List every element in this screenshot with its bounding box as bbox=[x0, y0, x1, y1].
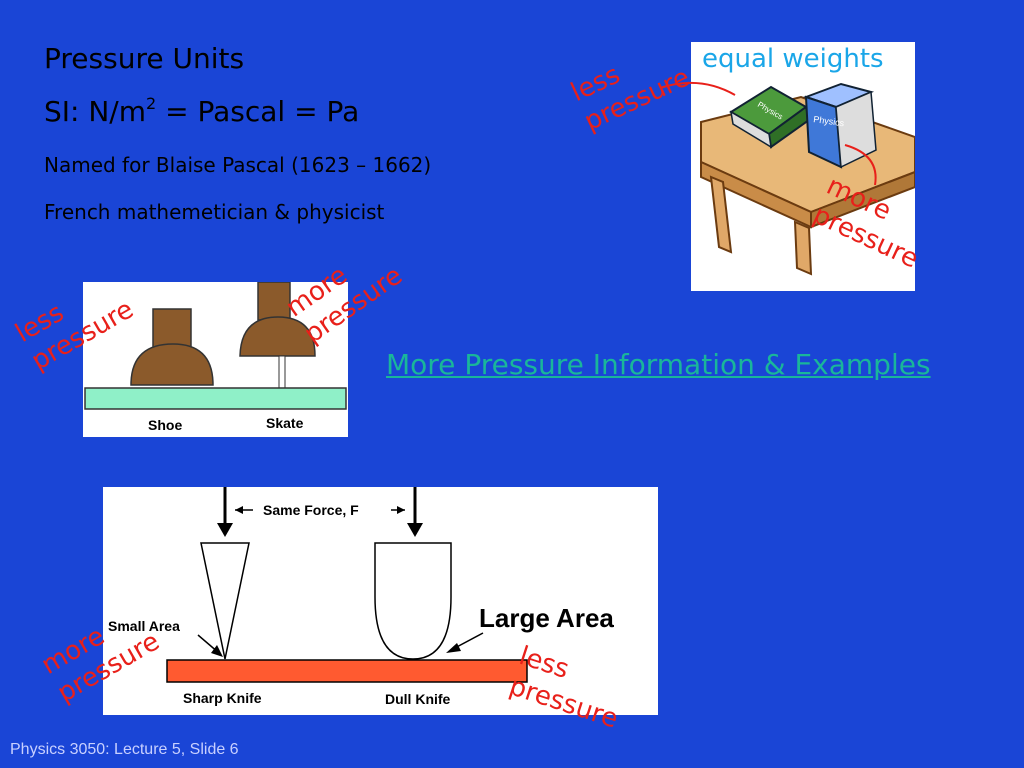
books-pointer-lines bbox=[659, 81, 877, 186]
slide-footer: Physics 3050: Lecture 5, Slide 6 bbox=[10, 741, 239, 758]
dull-knife-label: Dull Knife bbox=[385, 691, 451, 707]
small-area-label: Small Area bbox=[108, 618, 180, 634]
pascal-name-line: Named for Blaise Pascal (1623 – 1662) bbox=[44, 153, 432, 177]
large-area-label: Large Area bbox=[479, 603, 614, 633]
shoe-skate-image: Shoe Skate bbox=[83, 281, 348, 437]
si-unit-line: SI: N/m2 = Pascal = Pa bbox=[44, 94, 359, 128]
si-suffix: = Pascal = Pa bbox=[156, 95, 360, 128]
sharp-knife-label: Sharp Knife bbox=[183, 690, 262, 706]
slide-title: Pressure Units bbox=[44, 42, 245, 75]
shoe-label: Shoe bbox=[148, 417, 182, 433]
si-exponent: 2 bbox=[146, 94, 157, 113]
knife-image: Same Force, F Small Area Large Area Shar… bbox=[103, 487, 658, 715]
skate-label: Skate bbox=[266, 415, 304, 431]
more-info-link[interactable]: More Pressure Information & Examples bbox=[386, 348, 931, 381]
blue-book-label: Physics bbox=[813, 114, 846, 128]
equal-weights-caption: equal weights bbox=[702, 44, 884, 74]
si-prefix: SI: N/m bbox=[44, 95, 147, 128]
pascal-profession-line: French mathemetician & physicist bbox=[44, 200, 385, 224]
same-force-label: Same Force, F bbox=[263, 502, 359, 518]
